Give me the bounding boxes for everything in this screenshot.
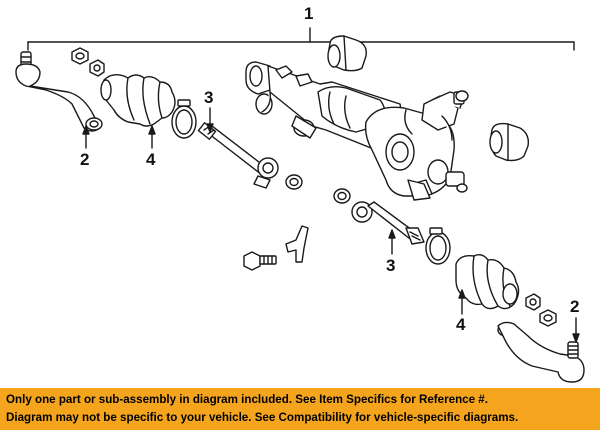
callout-2-right: 2 <box>570 297 580 316</box>
inner-tie-rod-left <box>197 122 279 189</box>
washer-left <box>89 59 105 77</box>
disclaimer-banner: Only one part or sub-assembly in diagram… <box>0 388 600 430</box>
diagram-drawing <box>15 27 585 383</box>
clamp-right <box>425 227 451 265</box>
washer-right <box>525 293 541 311</box>
disclaimer-line-2: Diagram may not be specific to your vehi… <box>6 411 519 424</box>
mounting-bolt <box>243 251 277 271</box>
callout-4-right: 4 <box>456 315 466 334</box>
inner-tie-rod-right <box>351 201 425 245</box>
boot-right <box>455 253 520 310</box>
steering-rack-housing <box>245 61 469 201</box>
bushing-right <box>489 122 530 162</box>
callout-3-left: 3 <box>204 88 214 107</box>
clamp-left <box>171 99 197 139</box>
washer-rod-left <box>285 174 303 190</box>
callout-4-left: 4 <box>146 150 156 169</box>
parts-diagram: 1 2 4 3 3 4 2 <box>15 4 585 383</box>
tie-rod-end-left <box>15 51 103 132</box>
callout-2-left: 2 <box>80 150 90 169</box>
disclaimer-line-1: Only one part or sub-assembly in diagram… <box>6 393 488 406</box>
boot-left <box>100 73 176 127</box>
nut-left <box>71 47 89 65</box>
callout-3-right: 3 <box>386 256 396 275</box>
leader-assembly <box>27 27 575 51</box>
callout-1-assembly: 1 <box>304 4 314 23</box>
leader-arrows <box>82 107 580 343</box>
washer-rod-right <box>333 188 351 204</box>
tie-rod-end-right <box>497 321 585 383</box>
mounting-bracket <box>285 225 309 263</box>
nut-right <box>539 309 557 327</box>
bushing-top <box>327 35 367 72</box>
